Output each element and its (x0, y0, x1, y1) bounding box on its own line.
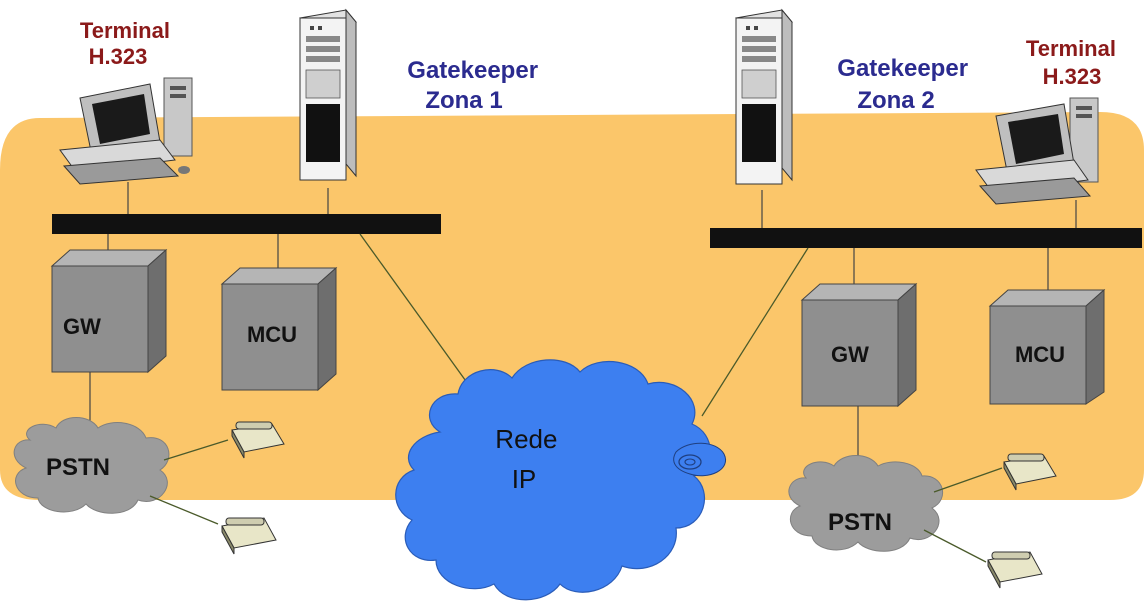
terminal-left-label: Terminal H.323 (80, 18, 176, 69)
mcu-left-label: MCU (247, 322, 297, 347)
ip-network-cloud (395, 359, 711, 601)
telephone-icon (987, 551, 1043, 589)
gateway-box-right: GW (800, 282, 918, 408)
ip-network-label: Rede IP (495, 424, 564, 494)
computer-icon (59, 77, 193, 185)
pstn-cloud-right (788, 455, 943, 552)
cloud-icon (395, 359, 727, 601)
cloud-icon (788, 455, 943, 552)
gw-left-label: GW (63, 314, 101, 339)
gw-right-label: GW (831, 342, 869, 367)
pstn-right-label: PSTN (828, 509, 892, 536)
gateway-box-left: GW (50, 248, 168, 374)
cloud-icon (13, 417, 170, 514)
mcu-box-right: MCU (988, 288, 1106, 405)
telephone-icon (231, 421, 285, 459)
network-bus-left (52, 214, 441, 234)
computer-icon (975, 97, 1099, 205)
terminal-right-label: Terminal H.323 (1026, 36, 1122, 89)
network-bus-right (710, 228, 1142, 248)
server-tower-icon (735, 8, 793, 185)
mcu-box-left: MCU (220, 266, 338, 392)
telephone-icon (1003, 453, 1057, 491)
pstn-cloud-left (13, 417, 170, 514)
server-tower-icon (299, 8, 357, 181)
gatekeeper-right-label: Gatekeeper Zona 2 (837, 55, 974, 114)
mcu-right-label: MCU (1015, 342, 1065, 367)
telephone-icon (221, 517, 277, 555)
pstn-left-label: PSTN (46, 454, 110, 481)
gatekeeper-left-label: Gatekeeper Zona 1 (407, 57, 544, 114)
